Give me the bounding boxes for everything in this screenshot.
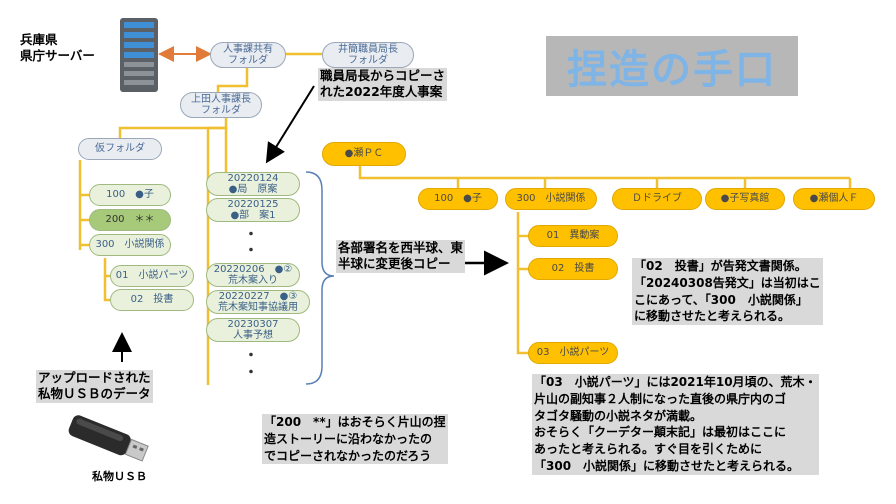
folder-ueda: 上田人事課長フォルダ <box>180 92 262 118</box>
doc-item: 20220125●部 案1 <box>206 198 300 222</box>
pc-folder-300: 300 小説関係 <box>505 188 597 210</box>
note-parts: 「03 小説パーツ」には2021年10月頃の、荒木・ 片山の副知事２人制になった… <box>532 374 819 475</box>
ellipsis-dot: ・ <box>244 227 258 243</box>
usb-sub-01: 01 小説パーツ <box>110 265 194 287</box>
pc-folder-photo: ●子写真館 <box>705 188 785 210</box>
copy-note: 職員局長からコピーさ れた2022年度人事案 <box>318 68 448 101</box>
usb-note: アップロードされた 私物ＵＳＢのデータ <box>36 370 153 403</box>
folder-jinji: 人事課共有フォルダ <box>210 42 286 68</box>
usb-item-200: 200 ＊＊ <box>89 209 171 231</box>
page-title: 捏造の手口 <box>546 36 798 96</box>
note-toushou: 「02 投書」が告発文書関係。 「20240308告発文」は当初はこ こにあって… <box>632 258 823 326</box>
note-200: 「200 **」はおそらく片山の捏 造ストーリーに沿わなかったの でコピーされな… <box>262 414 448 465</box>
pc-sub-01: 01 異動案 <box>528 225 618 247</box>
server-label: 兵庫県 県庁サーバー <box>20 32 95 64</box>
doc-item: 20220124●局 原案 <box>206 172 300 196</box>
usb-stick-icon <box>64 414 154 464</box>
brace-note: 各部署名を西半球、東 半球に変更後コピー <box>336 240 466 273</box>
folder-inoue: 井簡職員局長フォルダ <box>322 42 414 68</box>
usb-item-300: 300 小説関係 <box>89 234 171 256</box>
usb-item-100: 100 ●子 <box>89 184 171 206</box>
ellipsis-dot: ・ <box>244 365 258 381</box>
folder-tree-lines <box>78 52 852 385</box>
pc-folder-d-drive: Ｄドライブ <box>612 188 702 210</box>
pc-folder-personal: ●瀬個人Ｆ <box>793 188 875 210</box>
usb-device-label: 私物ＵＳＢ <box>92 470 147 483</box>
usb-sub-02: 02 投書 <box>110 289 194 311</box>
curly-brace <box>305 171 335 385</box>
pc-root: ●瀬ＰＣ <box>322 142 406 166</box>
copy-arrow <box>265 85 315 164</box>
server-icon <box>118 16 160 94</box>
pc-folder-100: 100 ●子 <box>418 188 498 210</box>
ellipsis-dot: ・ <box>244 243 258 259</box>
pc-sub-03: 03 小説パーツ <box>528 342 618 364</box>
ellipsis-dot: ・ <box>244 348 258 364</box>
pc-sub-02: 02 投書 <box>528 258 618 280</box>
folder-kari: 仮フォルダ <box>78 138 162 160</box>
